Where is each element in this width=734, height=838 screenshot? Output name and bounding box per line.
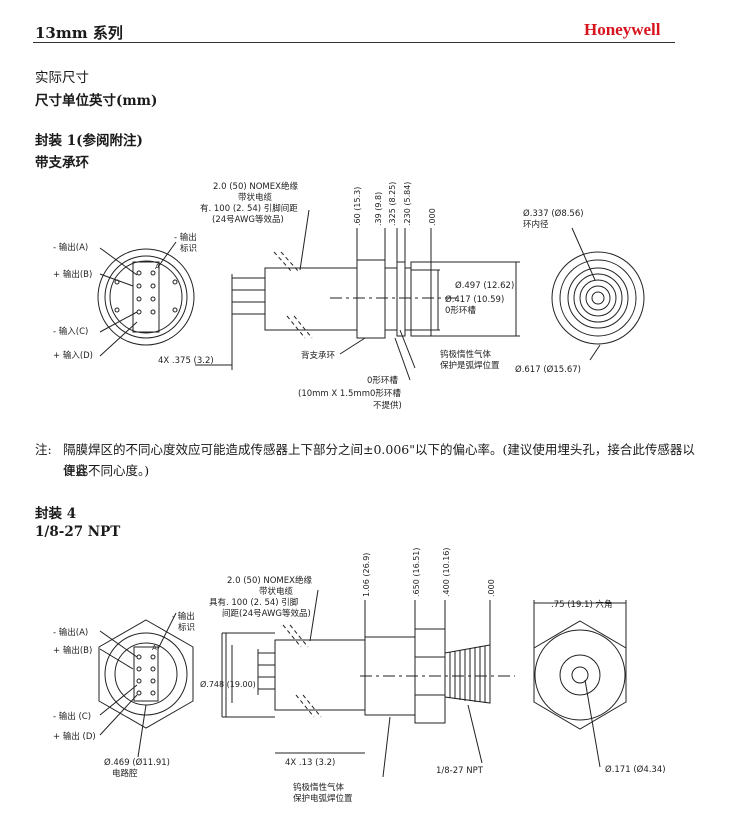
pkg4-d106: 1.06 (26.9) [362,553,371,597]
pkg1-front-mid [104,255,188,339]
pkg1-weld-1: 钨极惰性气体 [440,349,492,360]
pkg4-d748: Ø.748 (19.00) [200,679,256,689]
pkg1-front-outer [97,248,195,346]
note-line-2: 许此不同心度。) [63,463,150,478]
pkg1-front-pcb [132,261,160,333]
pkg1-og-3: 不提供) [373,400,402,411]
pkg1-d000: .000 [428,208,437,226]
pkg1-pin-a: A [155,263,160,271]
pkg1-heading: 封装 1(参阅附注) [35,133,143,149]
pkg1-subheading: 带支承环 [35,155,89,171]
pkg1-pins: 4X .375 (3.2) [158,356,214,366]
pkg4-weld-2: 保护电弧焊位置 [293,793,353,804]
pkg4-d469: Ø.469 (Ø11.91) [104,757,170,768]
pkg4-npt: 1/8-27 NPT [436,766,484,776]
pkg1-d60: .60 (15.3) [353,187,362,226]
pkg4-mark-2: 标识 [178,622,195,633]
pkg1-back-ring [356,259,386,339]
pkg4-drawing: 2.0 (50) NOMEX绝缘 带状电缆 具有. 100 (2. 54) 引脚… [53,548,666,805]
pkg1-backring: 背支承环 [301,350,336,361]
pkg1-og-2: (10mm X 1.5mm0形环槽 [298,388,401,399]
pkg4-out-minus: - 输出(A) [53,627,88,638]
pkg4-heading: 封装 4 [35,506,77,522]
pkg1-og-1: 0形环槽 [367,375,398,386]
pkg4-d400: .400 (10.16) [442,548,451,598]
pkg1-d325: .325 (8.25) [388,182,397,226]
pkg1-cable-label-1: 2.0 (50) NOMEX绝缘 [213,181,298,192]
intro-line-2: 尺寸单位英寸(mm) [35,93,158,109]
pkg4-weld-1: 钨极惰性气体 [293,782,345,793]
pkg4-pins: 4X .13 (3.2) [285,758,335,768]
pkg1-d417: Ø.417 (10.59) [445,294,504,305]
pkg1-in-minus: - 输入(C) [53,326,88,337]
pkg4-in-minus: - 输出 (C) [53,711,91,722]
pkg1-mark-1: - 输出 [174,232,197,243]
pkg1-ring-id-2: 环内径 [523,219,549,230]
pkg4-cable-label-1: 2.0 (50) NOMEX绝缘 [227,575,312,586]
pkg4-cable-label-4: 间距(24号AWG等效品) [222,608,311,619]
pkg4-out-plus: + 输出(B) [53,645,92,656]
pkg4-subheading: 1/8-27 NPT [35,524,121,540]
pkg1-out-minus: - 输出(A) [53,242,88,253]
pkg4-front-hex [98,619,194,729]
header-title: 13mm 系列 [35,24,123,42]
pkg4-npt-thread [444,644,491,704]
note-line-1: 隔膜焊区的不同心度效应可能造成传感器上下部分之间±0.006"以下的偏心率。(建… [63,442,695,478]
pkg1-d497: Ø.497 (12.62) [455,280,514,291]
brand-logo: Honeywell [584,20,661,39]
pkg1-drawing: 2.0 (50) NOMEX绝缘 带状电缆 有. 100 (2. 54) 引脚间… [53,181,645,411]
header-divider [33,42,675,43]
pkg4-pin-a: A [152,644,157,652]
pkg1-d617: Ø.617 (Ø15.67) [515,364,581,375]
pkg4-cavity: 电路腔 [112,768,138,779]
pkg4-cable-label-3: 具有. 100 (2. 54) 引脚 [209,597,298,608]
pkg1-ring-id: Ø.337 (Ø8.56) [523,208,584,219]
pkg1-end-outer [551,251,645,345]
pkg1-d39: .39 (9.8) [374,192,383,226]
pkg4-mark-1: - 输出 [172,611,195,622]
intro-line-1: 实际尺寸 [35,70,89,86]
pkg4-cable [274,639,366,711]
pkg1-cable [264,267,358,331]
pkg1-cable-label-4: (24号AWG等效品) [212,214,284,225]
pkg1-in-plus: + 输入(D) [53,350,93,361]
pkg4-hex: .75 (19.1) 六角 [551,599,612,610]
pkg4-in-plus: + 输出 (D) [53,731,96,742]
pkg1-weld-2: 保护是弧焊位置 [440,360,500,371]
pkg1-oring: 0形环槽 [445,305,476,316]
pkg1-cable-label-2: 带状电缆 [238,192,273,203]
note-label: 注: [35,442,52,457]
pkg1-out-plus: + 输出(B) [53,269,92,280]
pkg4-d650: .650 (16.51) [412,548,421,598]
pkg4-d171: Ø.171 (Ø4.34) [605,764,666,775]
pkg1-d230: .230 (5.84) [403,182,412,226]
pkg1-front-inner [109,260,183,334]
pkg1-mark-2: 标识 [180,243,197,254]
pkg4-end-hex [533,620,627,730]
pkg4-cable-label-2: 带状电缆 [259,586,294,597]
pkg1-cable-label-3: 有. 100 (2. 54) 引脚间距 [200,203,298,214]
pkg4-d000: .000 [487,579,496,597]
